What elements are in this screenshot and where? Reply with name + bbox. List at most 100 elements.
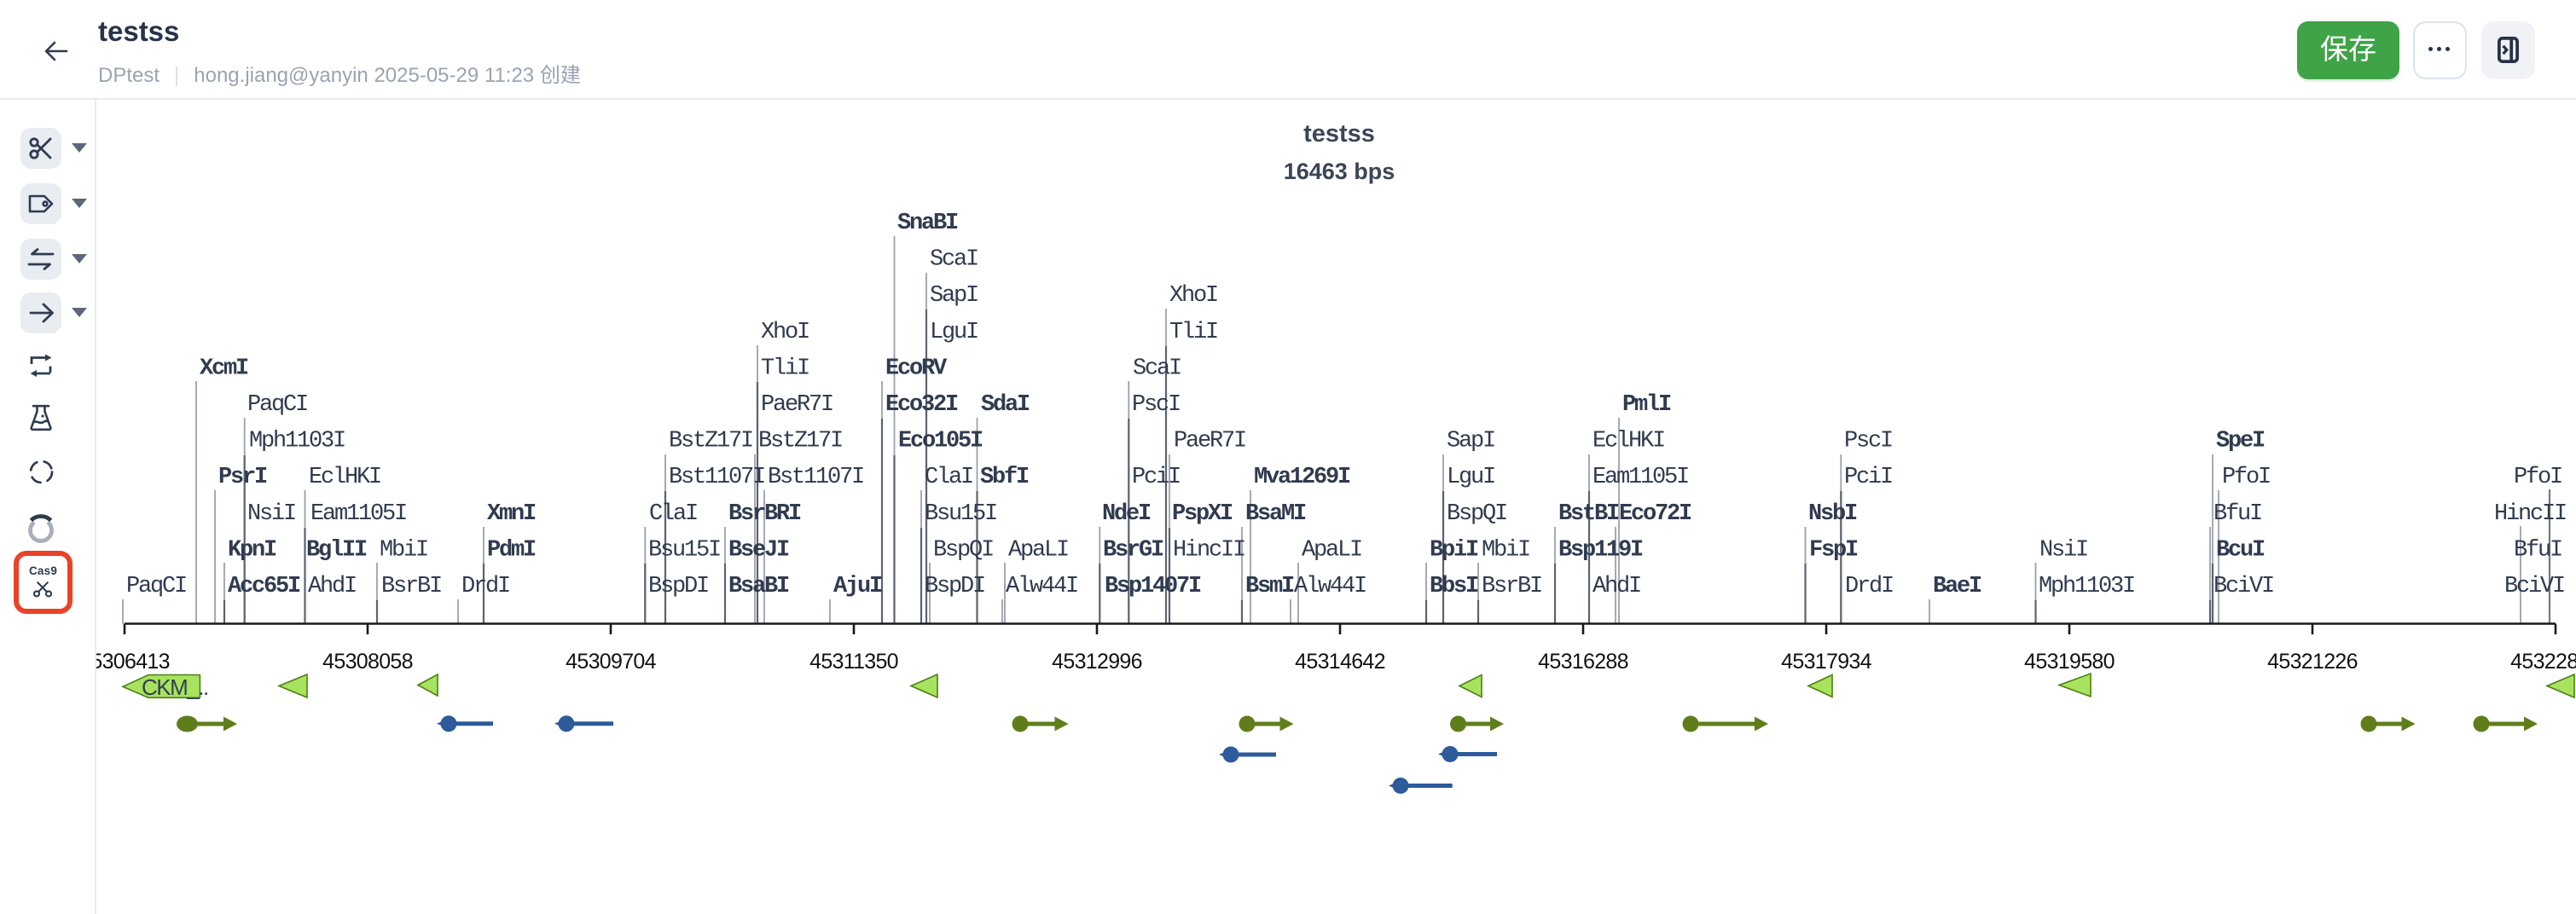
svg-text:Bsu15I: Bsu15I	[925, 501, 996, 527]
svg-text:PaqCI: PaqCI	[126, 574, 186, 599]
svg-text:NsbI: NsbI	[1808, 501, 1857, 527]
svg-text:PmlI: PmlI	[1622, 392, 1671, 418]
svg-text:Bst1107I: Bst1107I	[669, 465, 764, 490]
svg-text:AhdI: AhdI	[308, 574, 356, 599]
svg-text:PsrI: PsrI	[218, 465, 267, 490]
svg-text:45312996: 45312996	[1052, 650, 1142, 674]
svg-text:45311350: 45311350	[809, 650, 898, 674]
svg-text:PaeR7I: PaeR7I	[761, 392, 833, 418]
svg-text:DrdI: DrdI	[461, 574, 509, 599]
svg-text:PaqCI: PaqCI	[247, 392, 307, 418]
svg-text:BaeI: BaeI	[1933, 574, 1981, 599]
svg-text:testss: testss	[1303, 120, 1375, 148]
svg-text:45322872: 45322872	[2510, 650, 2576, 674]
svg-text:BsrBRI: BsrBRI	[728, 501, 801, 527]
svg-text:45314642: 45314642	[1295, 650, 1385, 674]
svg-text:EcoRV: EcoRV	[885, 356, 948, 381]
svg-text:Bsu15I: Bsu15I	[648, 537, 720, 563]
svg-text:BciVI: BciVI	[2213, 574, 2273, 599]
svg-text:BstZ17I: BstZ17I	[758, 429, 842, 454]
svg-text:BfuI: BfuI	[2514, 537, 2561, 563]
svg-text:BsrGI: BsrGI	[1103, 537, 1163, 563]
svg-text:NsiI: NsiI	[2039, 537, 2087, 563]
svg-text:PfoI: PfoI	[2222, 465, 2270, 490]
svg-text:ScaI: ScaI	[1133, 356, 1181, 381]
svg-text:MbiI: MbiI	[380, 537, 427, 563]
svg-text:LguI: LguI	[930, 320, 978, 345]
svg-text:PdmI: PdmI	[487, 537, 536, 563]
svg-text:BstZ17I: BstZ17I	[669, 429, 752, 454]
svg-text:CKM_..: CKM_..	[142, 674, 208, 700]
svg-text:PspXI: PspXI	[1172, 501, 1233, 527]
svg-text:PfoI: PfoI	[2514, 465, 2561, 490]
svg-text:ScaI: ScaI	[930, 247, 978, 273]
svg-text:SapI: SapI	[930, 283, 978, 309]
svg-text:BpiI: BpiI	[1430, 537, 1478, 563]
svg-text:16463 bps: 16463 bps	[1284, 159, 1395, 184]
svg-text:BspQI: BspQI	[933, 537, 993, 563]
svg-text:BspDI: BspDI	[648, 574, 708, 599]
svg-text:PciI: PciI	[1844, 465, 1892, 490]
svg-text:45316288: 45316288	[1538, 650, 1628, 674]
svg-text:SnaBI: SnaBI	[897, 211, 958, 236]
svg-text:BspDI: BspDI	[925, 574, 984, 599]
svg-text:Mva1269I: Mva1269I	[1254, 465, 1350, 490]
svg-text:AjuI: AjuI	[833, 574, 882, 599]
svg-text:MbiI: MbiI	[1482, 537, 1529, 563]
svg-text:45308058: 45308058	[322, 650, 413, 674]
svg-text:ClaI: ClaI	[649, 501, 697, 527]
svg-text:PciI: PciI	[1132, 465, 1180, 490]
svg-text:XcmI: XcmI	[200, 356, 248, 381]
svg-text:Acc65I: Acc65I	[228, 574, 300, 599]
svg-text:Eam1105I: Eam1105I	[310, 501, 406, 527]
svg-text:BsaMI: BsaMI	[1245, 501, 1306, 527]
svg-text:EclHKI: EclHKI	[309, 465, 380, 490]
svg-text:ApaLI: ApaLI	[1302, 537, 1361, 563]
svg-text:BspQI: BspQI	[1447, 501, 1506, 527]
svg-text:BciVI: BciVI	[2504, 574, 2564, 599]
svg-text:BsmI: BsmI	[1245, 574, 1294, 599]
svg-text:KpnI: KpnI	[228, 537, 276, 563]
svg-text:TliI: TliI	[761, 356, 809, 381]
svg-text:Eco105I: Eco105I	[898, 429, 983, 454]
svg-text:Eam1105I: Eam1105I	[1593, 465, 1688, 490]
svg-text:NdeI: NdeI	[1102, 501, 1151, 527]
svg-text:BglII: BglII	[306, 537, 367, 563]
svg-text:45309704: 45309704	[566, 650, 656, 674]
svg-text:NsiI: NsiI	[247, 501, 295, 527]
svg-text:HincII: HincII	[2494, 501, 2566, 527]
svg-text:SapI: SapI	[1447, 429, 1494, 454]
svg-text:XhoI: XhoI	[761, 320, 809, 345]
svg-text:Bsp1407I: Bsp1407I	[1105, 574, 1201, 599]
svg-text:PaeR7I: PaeR7I	[1174, 429, 1245, 454]
svg-text:BstBI: BstBI	[1558, 501, 1619, 527]
svg-text:DrdI: DrdI	[1845, 574, 1893, 599]
svg-text:LguI: LguI	[1447, 465, 1494, 490]
svg-text:Alw44I: Alw44I	[1006, 574, 1077, 599]
svg-text:TliI: TliI	[1169, 320, 1217, 345]
svg-text:45317934: 45317934	[1781, 650, 1871, 674]
svg-text:Mph1103I: Mph1103I	[2039, 574, 2134, 599]
svg-text:XhoI: XhoI	[1169, 283, 1217, 309]
svg-text:BsaBI: BsaBI	[728, 574, 789, 599]
svg-text:XmnI: XmnI	[487, 501, 536, 527]
svg-text:BsrBI: BsrBI	[381, 574, 441, 599]
svg-text:AhdI: AhdI	[1593, 574, 1640, 599]
svg-text:BcuI: BcuI	[2216, 537, 2265, 563]
svg-text:BfuI: BfuI	[2213, 501, 2261, 527]
svg-text:Bst1107I: Bst1107I	[768, 465, 863, 490]
svg-text:Alw44I: Alw44I	[1294, 574, 1366, 599]
svg-text:45319580: 45319580	[2024, 650, 2115, 674]
svg-text:BsrBI: BsrBI	[1482, 574, 1541, 599]
svg-text:Eco72I: Eco72I	[1619, 501, 1691, 527]
svg-text:SpeI: SpeI	[2216, 429, 2265, 454]
svg-text:FspI: FspI	[1809, 537, 1858, 563]
svg-text:HincII: HincII	[1173, 537, 1244, 563]
svg-text:Bsp119I: Bsp119I	[1558, 537, 1643, 563]
svg-text:BseJI: BseJI	[728, 537, 789, 563]
svg-text:SbfI: SbfI	[980, 465, 1029, 490]
svg-text:SdaI: SdaI	[981, 392, 1030, 418]
svg-text:Mph1103I: Mph1103I	[249, 429, 345, 454]
svg-text:45321226: 45321226	[2267, 650, 2358, 674]
svg-text:ClaI: ClaI	[925, 465, 972, 490]
